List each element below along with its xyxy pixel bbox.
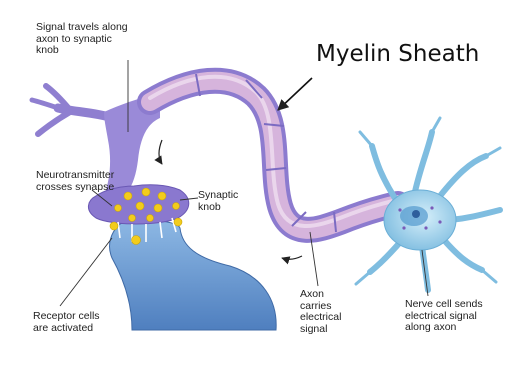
signal-travels-line-2: axon to synaptic bbox=[36, 33, 112, 45]
signal-travels-label: Signal travels along axon to synaptic kn… bbox=[36, 22, 128, 57]
signal-travels-line-3: knob bbox=[36, 44, 59, 56]
receptor-cells-label: Receptor cells are activated bbox=[33, 311, 100, 334]
myelin-sheath-label: Myelin Sheath bbox=[316, 41, 479, 67]
synaptic-knob-line-2: knob bbox=[198, 201, 221, 213]
neurotransmitter-label: Neurotransmitter crosses synapse bbox=[36, 170, 114, 193]
synaptic-knob-label: Synaptic knob bbox=[198, 190, 238, 213]
neurotransmitter-line-1: Neurotransmitter bbox=[36, 169, 114, 181]
axon-line-2: carries bbox=[300, 300, 332, 312]
receptor-cells-line-2: are activated bbox=[33, 322, 93, 334]
nerve-cell-line-3: along axon bbox=[405, 321, 456, 333]
nerve-cell-line-1: Nerve cell sends bbox=[405, 298, 483, 310]
nerve-cell-line-2: electrical signal bbox=[405, 310, 477, 322]
signal-travels-line-1: Signal travels along bbox=[36, 21, 128, 33]
axon-label: Axon carries electrical signal bbox=[300, 289, 341, 335]
receptor-cells-line-1: Receptor cells bbox=[33, 310, 100, 322]
axon-line-4: signal bbox=[300, 323, 327, 335]
neurotransmitter-line-2: crosses synapse bbox=[36, 181, 114, 193]
nerve-cell-label: Nerve cell sends electrical signal along… bbox=[405, 299, 483, 334]
axon-line-1: Axon bbox=[300, 288, 324, 300]
synaptic-knob-line-1: Synaptic bbox=[198, 189, 238, 201]
axon-line-3: electrical bbox=[300, 311, 341, 323]
myelin-pointer-arrow bbox=[278, 78, 312, 110]
